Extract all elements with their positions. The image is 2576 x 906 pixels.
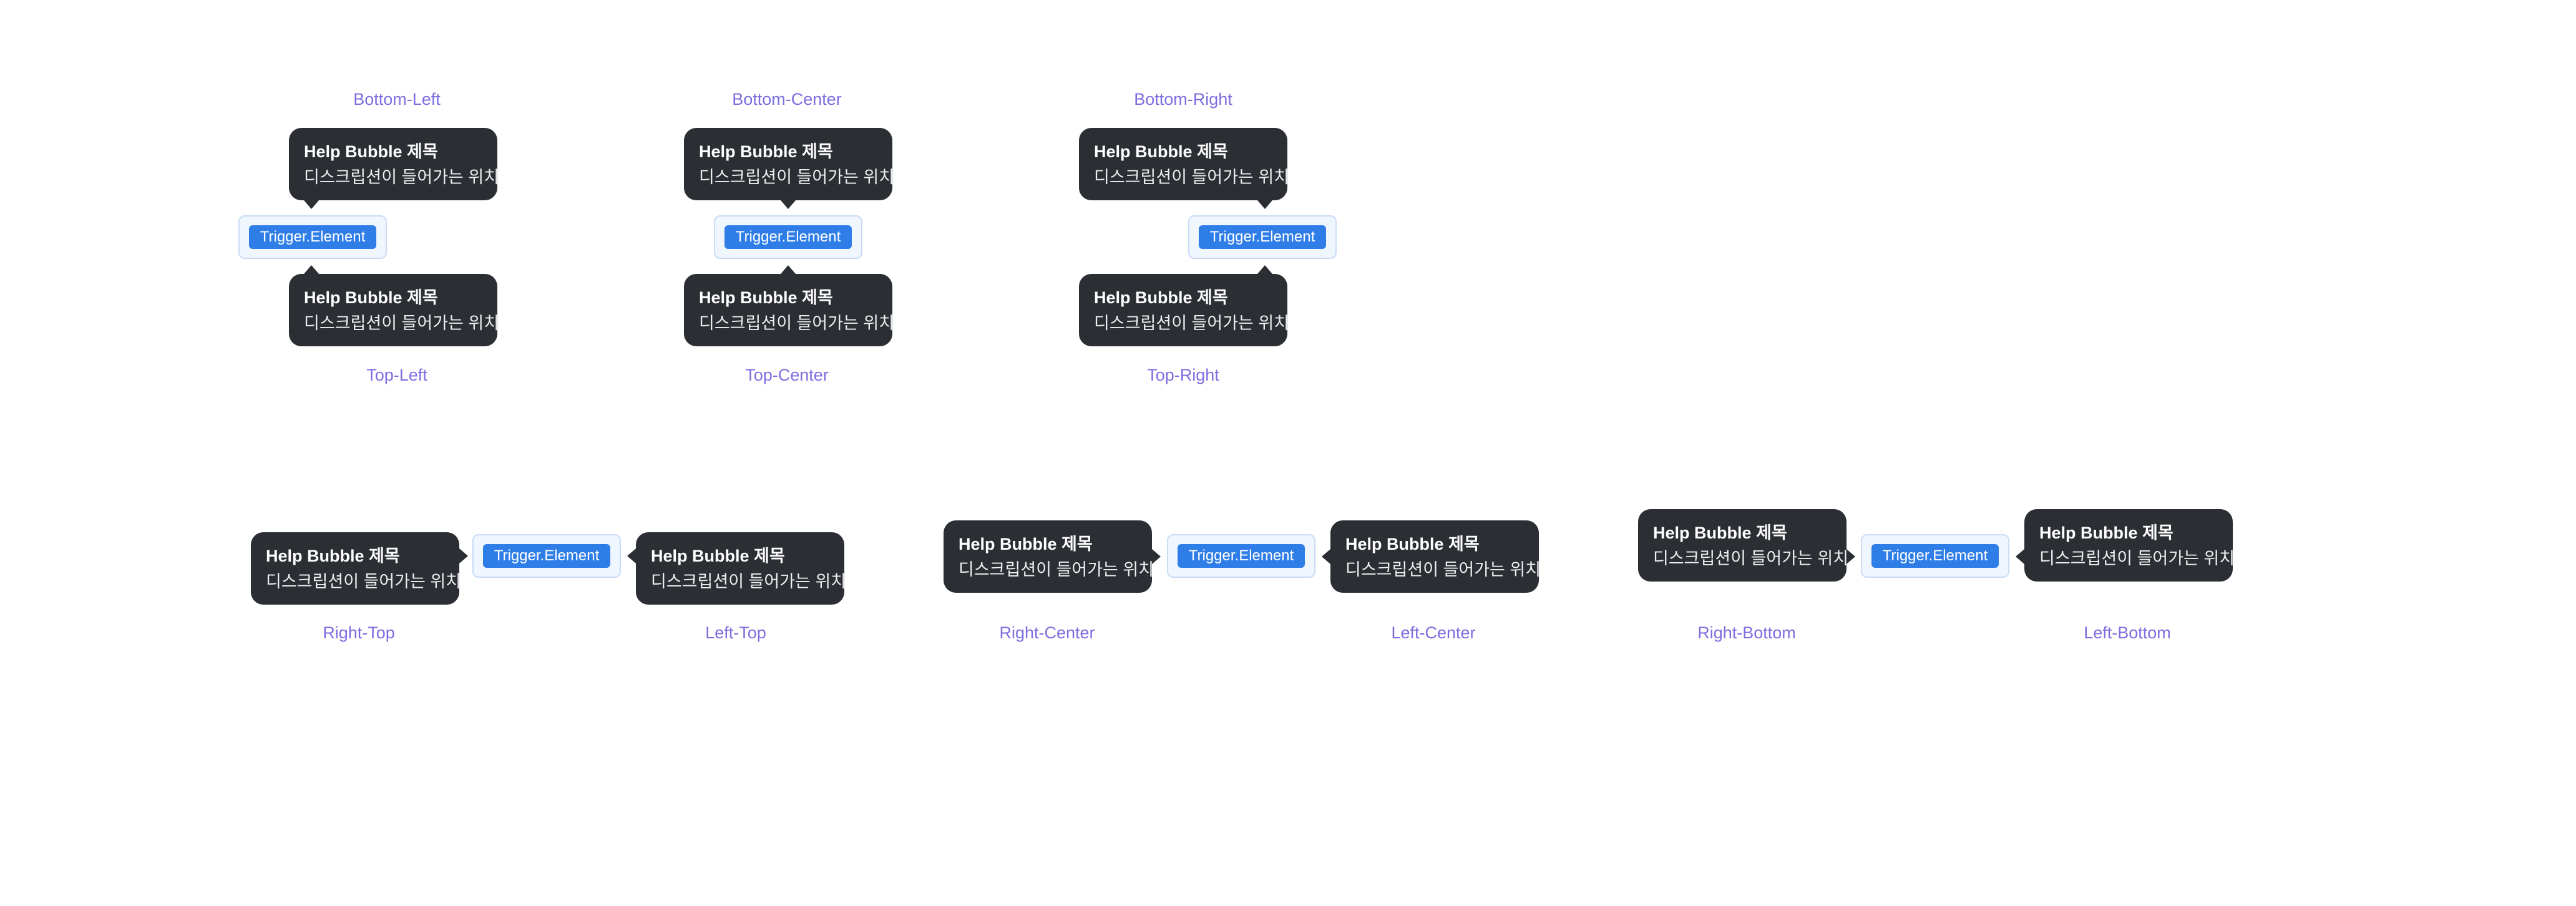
trigger-wrapper-top-aligned-group: Trigger.Element — [472, 534, 621, 578]
bubble-arrow-icon — [2016, 549, 2024, 564]
placement-label-right-top: Right-Top — [323, 623, 395, 642]
bubble-arrow-icon — [1322, 549, 1330, 564]
help-bubble-right-center: Help Bubble 제목 디스크립션이 들어가는 위치 — [944, 520, 1161, 593]
help-bubble-left-top: Help Bubble 제목 디스크립션이 들어가는 위치 — [627, 532, 847, 605]
bubble-description: 디스크립션이 들어가는 위치 — [1094, 314, 1290, 333]
bubble-arrow-icon — [459, 548, 468, 563]
bubble-arrow-icon — [1847, 549, 1855, 564]
help-bubble-bottom-center: Help Bubble 제목 디스크립션이 들어가는 위치 — [684, 128, 895, 209]
bubble-title: Help Bubble 제목 — [1094, 142, 1228, 161]
bubble-title: Help Bubble 제목 — [1345, 535, 1480, 553]
bubble-arrow-icon — [1257, 265, 1272, 274]
bubble-description: 디스크립션이 들어가는 위치 — [959, 560, 1154, 579]
placement-label-left-center: Left-Center — [1391, 623, 1476, 642]
bubble-description: 디스크립션이 들어가는 위치 — [2039, 549, 2235, 568]
bubble-description: 디스크립션이 들어가는 위치 — [304, 314, 500, 333]
help-bubble-left-bottom: Help Bubble 제목 디스크립션이 들어가는 위치 — [2016, 509, 2235, 582]
bubble-description: 디스크립션이 들어가는 위치 — [1653, 549, 1849, 568]
bubble-arrow-icon — [781, 265, 796, 274]
trigger-element-button[interactable]: Trigger.Element — [1199, 225, 1326, 249]
bubble-title: Help Bubble 제목 — [2039, 524, 2174, 542]
bubble-description: 디스크립션이 들어가는 위치 — [1345, 560, 1541, 579]
help-bubble-top-center: Help Bubble 제목 디스크립션이 들어가는 위치 — [684, 265, 895, 346]
bubble-description: 디스크립션이 들어가는 위치 — [651, 572, 847, 591]
bubble-title: Help Bubble 제목 — [1653, 524, 1787, 542]
bubble-title: Help Bubble 제목 — [266, 547, 400, 565]
placement-label-right-center: Right-Center — [999, 623, 1095, 642]
bubble-title: Help Bubble 제목 — [304, 288, 438, 307]
placement-label-bottom-left: Bottom-Left — [353, 90, 441, 109]
placement-label-top-left: Top-Left — [366, 366, 427, 384]
bubble-arrow-icon — [304, 200, 319, 209]
placement-label-bottom-center: Bottom-Center — [732, 90, 842, 109]
placement-label-bottom-right: Bottom-Right — [1134, 90, 1232, 109]
trigger-wrapper-center-aligned-group: Trigger.Element — [1167, 534, 1315, 578]
trigger-wrapper-bottom-right-group: Trigger.Element — [1188, 215, 1337, 259]
bubble-description: 디스크립션이 들어가는 위치 — [1094, 168, 1290, 187]
placement-label-top-right: Top-Right — [1147, 366, 1219, 384]
bubble-title: Help Bubble 제목 — [304, 142, 438, 161]
help-bubble-bottom-right: Help Bubble 제목 디스크립션이 들어가는 위치 — [1079, 128, 1290, 209]
trigger-wrapper-bottom-aligned-group: Trigger.Element — [1861, 534, 2009, 578]
bubble-arrow-icon — [781, 200, 796, 209]
trigger-element-button[interactable]: Trigger.Element — [1871, 544, 1999, 568]
placement-label-left-top: Left-Top — [705, 623, 766, 642]
help-bubble-right-top: Help Bubble 제목 디스크립션이 들어가는 위치 — [251, 532, 468, 605]
bubble-arrow-icon — [304, 265, 319, 274]
bubble-description: 디스크립션이 들어가는 위치 — [266, 572, 462, 591]
trigger-wrapper-bottom-center-group: Trigger.Element — [714, 215, 862, 259]
placement-label-top-center: Top-Center — [745, 366, 829, 384]
help-bubble-right-bottom: Help Bubble 제목 디스크립션이 들어가는 위치 — [1638, 509, 1855, 582]
trigger-wrapper-bottom-left-group: Trigger.Element — [238, 215, 387, 259]
bubble-description: 디스크립션이 들어가는 위치 — [699, 314, 895, 333]
bubble-title: Help Bubble 제목 — [699, 288, 833, 307]
help-bubble-left-center: Help Bubble 제목 디스크립션이 들어가는 위치 — [1322, 520, 1541, 593]
bubble-arrow-icon — [627, 548, 636, 563]
trigger-element-button[interactable]: Trigger.Element — [724, 225, 852, 249]
bubble-arrow-icon — [1152, 549, 1161, 564]
trigger-element-button[interactable]: Trigger.Element — [249, 225, 376, 249]
bubble-title: Help Bubble 제목 — [1094, 288, 1228, 307]
placement-label-left-bottom: Left-Bottom — [2084, 623, 2171, 642]
bubble-description: 디스크립션이 들어가는 위치 — [304, 168, 500, 187]
placement-label-right-bottom: Right-Bottom — [1697, 623, 1796, 642]
help-bubble-top-left: Help Bubble 제목 디스크립션이 들어가는 위치 — [289, 265, 500, 346]
help-bubble-top-right: Help Bubble 제목 디스크립션이 들어가는 위치 — [1079, 265, 1290, 346]
bubble-arrow-icon — [1257, 200, 1272, 209]
bubble-title: Help Bubble 제목 — [651, 547, 785, 565]
help-bubble-bottom-left: Help Bubble 제목 디스크립션이 들어가는 위치 — [289, 128, 500, 209]
trigger-element-button[interactable]: Trigger.Element — [1178, 544, 1305, 568]
bubble-description: 디스크립션이 들어가는 위치 — [699, 168, 895, 187]
trigger-element-button[interactable]: Trigger.Element — [483, 544, 610, 568]
bubble-title: Help Bubble 제목 — [959, 535, 1093, 553]
bubble-title: Help Bubble 제목 — [699, 142, 833, 161]
